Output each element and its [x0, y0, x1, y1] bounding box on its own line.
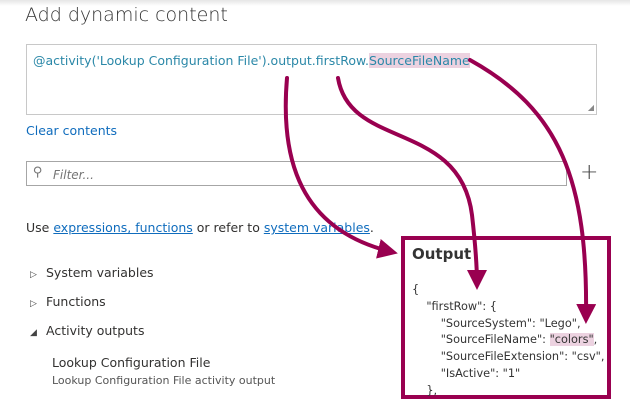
search-icon: ⚲ [33, 165, 43, 180]
system-variables-link[interactable]: system variables [263, 220, 370, 235]
panel-title: Add dynamic content [25, 4, 228, 26]
tree-item-system-variables[interactable]: ▷System variables [30, 265, 154, 280]
output-highlight: "colors" [549, 333, 594, 347]
output-json: { "firstRow": { "SourceSystem": "Lego", … [412, 283, 605, 397]
resize-handle-icon[interactable]: ◢ [587, 103, 594, 112]
chevron-right-icon: ▷ [30, 299, 37, 309]
expression-highlight: SourceFileName [369, 53, 470, 68]
activity-output-description: Lookup Configuration File activity outpu… [52, 374, 276, 387]
output-box: Output { "firstRow": { "SourceSystem": "… [401, 236, 611, 399]
top-shadow [0, 0, 630, 6]
clear-contents-link[interactable]: Clear contents [26, 123, 118, 138]
chevron-down-icon: ◢ [30, 328, 37, 338]
filter-field[interactable]: ⚲ [26, 161, 567, 186]
chevron-right-icon: ▷ [30, 270, 37, 280]
activity-output-item[interactable]: Lookup Configuration File [52, 355, 211, 370]
expressions-functions-link[interactable]: expressions, functions [53, 220, 193, 235]
help-text: Use expressions, functions or refer to s… [26, 220, 374, 235]
tree-item-functions[interactable]: ▷Functions [30, 294, 106, 309]
output-title: Output [412, 245, 472, 263]
tree-item-activity-outputs[interactable]: ◢Activity outputs [30, 323, 145, 338]
expression-textarea[interactable]: @activity('Lookup Configuration File').o… [26, 44, 597, 115]
plus-icon[interactable]: + [580, 160, 599, 185]
filter-input[interactable] [51, 164, 555, 185]
expression-text: @activity('Lookup Configuration File').o… [33, 53, 470, 68]
